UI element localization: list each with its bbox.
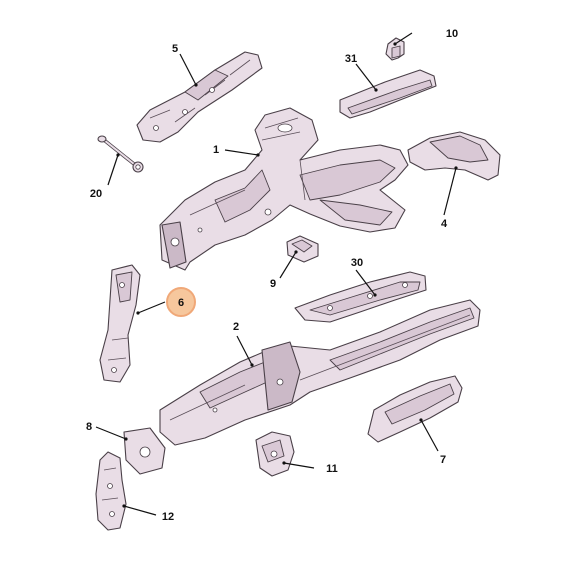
part-31-channel [339,69,437,119]
callout-7: 7 [440,454,446,466]
callout-10: 10 [446,28,458,40]
part-12-tall-plate [95,451,127,531]
leader-lines [95,32,458,516]
part-20-bolt [97,135,144,173]
callout-6: 6 [178,297,184,309]
callout-20: 20 [90,188,102,200]
part-30-bracket-strip [294,271,427,323]
callout-12: 12 [162,511,174,523]
part-7-reinforcement [367,375,463,443]
part-6-vertical-bracket [99,264,141,383]
part-1-front-frame [159,107,409,271]
part-4-wheel-arch [407,131,501,181]
callout-31: 31 [345,53,357,65]
callout-5: 5 [172,43,178,55]
callout-11: 11 [326,463,338,475]
part-2-lower-rail [159,299,481,446]
part-10-bracket [385,37,405,61]
callout-labels: 5 10 31 20 1 4 9 30 6 2 7 8 11 12 [86,28,458,523]
part-11-bracket [255,431,295,477]
part-9-mount [286,235,319,263]
callout-4: 4 [441,218,448,230]
callout-2: 2 [233,321,239,333]
callout-8: 8 [86,421,92,433]
callout-9: 9 [270,278,276,290]
callout-1: 1 [213,144,219,156]
part-8-plate [123,427,166,475]
callout-30: 30 [351,257,363,269]
highlight-marker [166,287,196,317]
part-5-upper-rail [136,51,263,143]
